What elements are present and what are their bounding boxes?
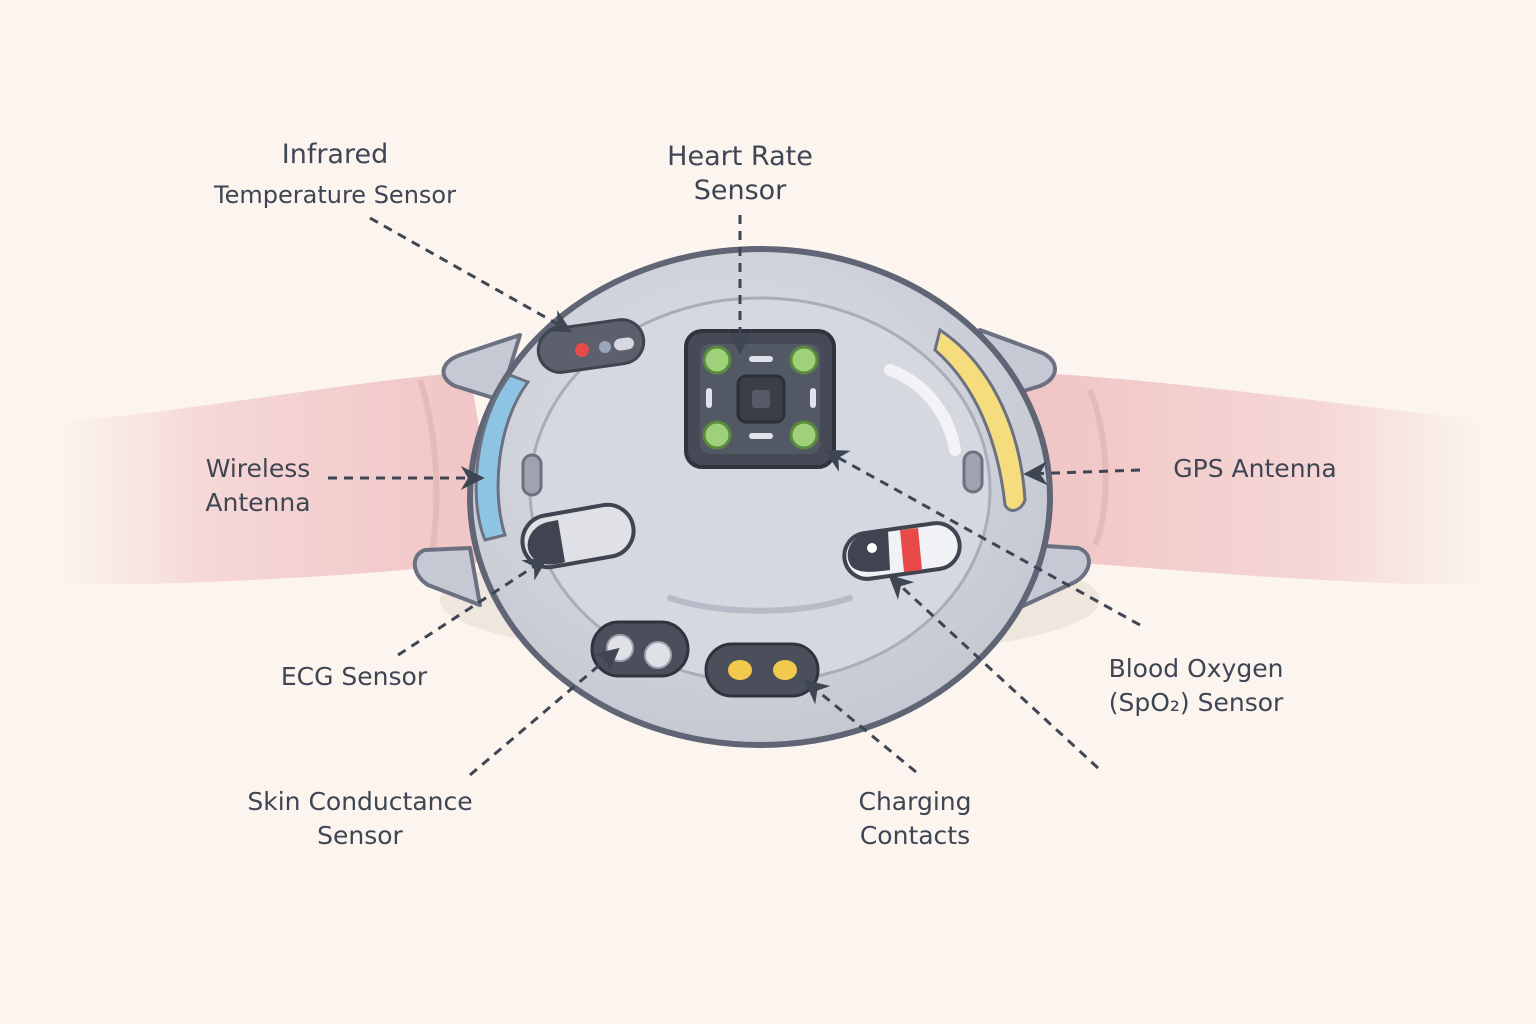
right-strap — [1020, 372, 1480, 585]
gps-antenna-band — [933, 327, 1027, 512]
infrared-sensor-housing — [536, 318, 646, 374]
left-strap-lip — [417, 379, 440, 561]
label-blood-oxygen-line2: (SpO₂) Sensor — [1108, 688, 1284, 717]
label-infrared-temperature-sensor: Infrared Temperature Sensor — [170, 138, 500, 212]
label-wireless-line2: Antenna — [205, 488, 311, 517]
label-wireless-line1: Wireless — [205, 454, 311, 483]
label-charging-line2: Contacts — [859, 821, 971, 850]
label-charging-contacts: Charging Contacts — [820, 785, 1010, 853]
hr-led-top-left — [702, 345, 732, 375]
infrared-led-gray — [599, 341, 611, 353]
hr-bar-bottom — [749, 433, 773, 439]
leader-gps — [1023, 461, 1141, 486]
charging-pin-2 — [773, 660, 797, 680]
label-heart-rate-sensor: Heart Rate Sensor — [620, 140, 860, 208]
hr-led-bottom-right — [789, 420, 819, 450]
label-heart-rate-line2: Sensor — [693, 175, 787, 206]
hr-bar-left — [706, 388, 712, 408]
skin-electrode-2 — [644, 641, 672, 669]
side-button-left — [521, 453, 543, 497]
label-heart-rate-line1: Heart Rate — [667, 141, 813, 172]
leader-infrared — [369, 216, 573, 333]
label-ecg-line1: ECG Sensor — [280, 662, 428, 691]
infrared-led-red — [575, 343, 589, 357]
label-infrared-line1: Infrared — [281, 139, 389, 170]
watch-bottom-arc — [667, 595, 853, 614]
label-ecg-sensor: ECG Sensor — [254, 660, 454, 694]
side-button-right — [962, 450, 984, 494]
spo2-sensor-red-band — [900, 528, 922, 572]
label-skin-conductance-sensor: Skin Conductance Sensor — [220, 785, 500, 853]
label-blood-oxygen-sensor: Blood Oxygen (SpO₂) Sensor — [1086, 652, 1306, 720]
leader-charging — [804, 679, 917, 774]
ecg-sensor-dark-cap — [527, 520, 565, 565]
charging-pin-1 — [728, 660, 752, 680]
label-skin-line2: Sensor — [317, 821, 403, 850]
label-gps-antenna: GPS Antenna — [1140, 452, 1370, 486]
hr-led-top-right — [789, 345, 819, 375]
hr-bar-right — [810, 388, 816, 408]
label-charging-line1: Charging — [858, 787, 972, 816]
right-strap-lip — [1087, 388, 1109, 547]
leader-blood-oxygen — [823, 449, 1141, 627]
leader-ecg — [397, 557, 549, 657]
label-wireless-antenna: Wireless Antenna — [168, 452, 348, 520]
lug-bottom-left — [412, 546, 482, 607]
hr-photodiode-core — [752, 390, 770, 408]
label-gps-line1: GPS Antenna — [1173, 454, 1337, 483]
infrared-window — [614, 337, 634, 351]
label-blood-oxygen-line1: Blood Oxygen — [1108, 654, 1284, 683]
spo2-sensor-dot — [867, 543, 877, 553]
leader-skin — [469, 647, 620, 777]
left-strap — [60, 372, 500, 585]
wireless-antenna-band — [474, 373, 531, 542]
watch-glare — [884, 364, 961, 456]
label-infrared-line2: Temperature Sensor — [214, 181, 456, 209]
hr-led-bottom-left — [702, 420, 732, 450]
hr-bar-top — [749, 356, 773, 362]
charging-contacts — [704, 642, 820, 698]
label-skin-line1: Skin Conductance — [247, 787, 473, 816]
